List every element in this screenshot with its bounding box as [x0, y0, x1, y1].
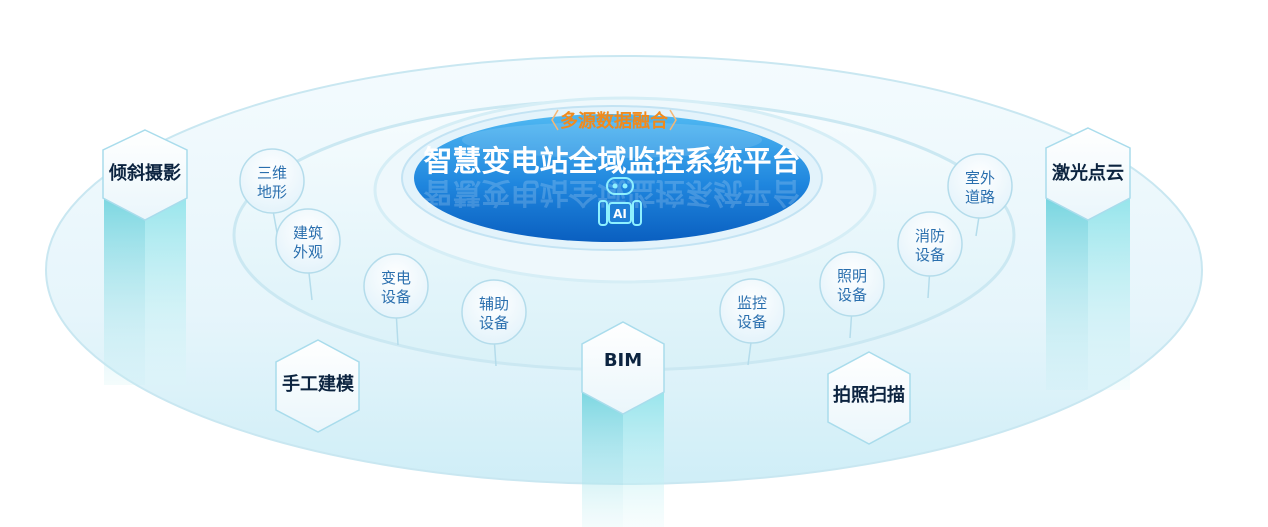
hex-oblique-photography	[102, 129, 188, 221]
label-bim: BIM	[604, 350, 642, 371]
platform-title: 智慧变电站全域监控系统平台	[423, 144, 800, 178]
bubble-terrain-line2: 地形	[257, 183, 287, 201]
platform-subtitle: 多源数据融合	[560, 110, 669, 132]
bubble-auxiliary-equipment: 辅助 设备	[461, 279, 527, 367]
bubble-outdoor-roads: 室外 道路	[947, 153, 1013, 237]
bubble-monitoring-line2: 设备	[737, 313, 767, 331]
bubble-auxiliary-line1: 辅助	[479, 295, 509, 313]
hex-manual-modeling	[275, 339, 360, 433]
ai-badge: AI	[613, 207, 627, 221]
label-photo-scan: 拍照扫描	[833, 384, 905, 406]
label-laser-point-cloud: 激光点云	[1052, 162, 1124, 184]
bubble-auxiliary-line2: 设备	[479, 314, 509, 332]
hex-laser-point-cloud	[1045, 127, 1131, 221]
label-oblique-photography: 倾斜摄影	[108, 162, 181, 184]
pillar-oblique	[104, 190, 186, 385]
label-manual-modeling: 手工建模	[282, 373, 355, 395]
bubble-substation-line2: 设备	[381, 288, 411, 306]
bubble-building-exterior: 建筑 外观	[275, 208, 341, 301]
bubble-building-line2: 外观	[293, 243, 323, 261]
subtitle-frame	[551, 109, 677, 131]
bubble-terrain-line1: 三维	[257, 164, 287, 182]
bubble-lighting-line2: 设备	[837, 286, 867, 304]
bubble-monitoring-line1: 监控	[737, 294, 767, 312]
bubble-monitoring-equipment: 监控 设备	[719, 278, 785, 366]
bubble-lighting-line1: 照明	[837, 267, 867, 285]
hex-bim	[581, 321, 665, 415]
hex-photo-scan	[827, 351, 911, 445]
bubble-fire-line2: 设备	[915, 246, 945, 264]
bubble-building-line1: 建筑	[293, 224, 323, 242]
bubble-roads-line2: 道路	[965, 188, 995, 206]
bubble-lighting-equipment: 照明 设备	[819, 251, 885, 339]
ai-robot-icon	[598, 177, 642, 226]
bubble-terrain: 三维 地形	[239, 148, 305, 239]
bubble-fire-equipment: 消防 设备	[897, 211, 963, 299]
bubble-roads-line1: 室外	[965, 169, 995, 187]
bubble-substation-equipment: 变电 设备	[363, 253, 429, 346]
pillar-laser	[1046, 195, 1130, 390]
bubble-fire-line1: 消防	[915, 227, 945, 245]
bubble-substation-line1: 变电	[381, 269, 411, 287]
platform-highlight	[462, 122, 762, 158]
